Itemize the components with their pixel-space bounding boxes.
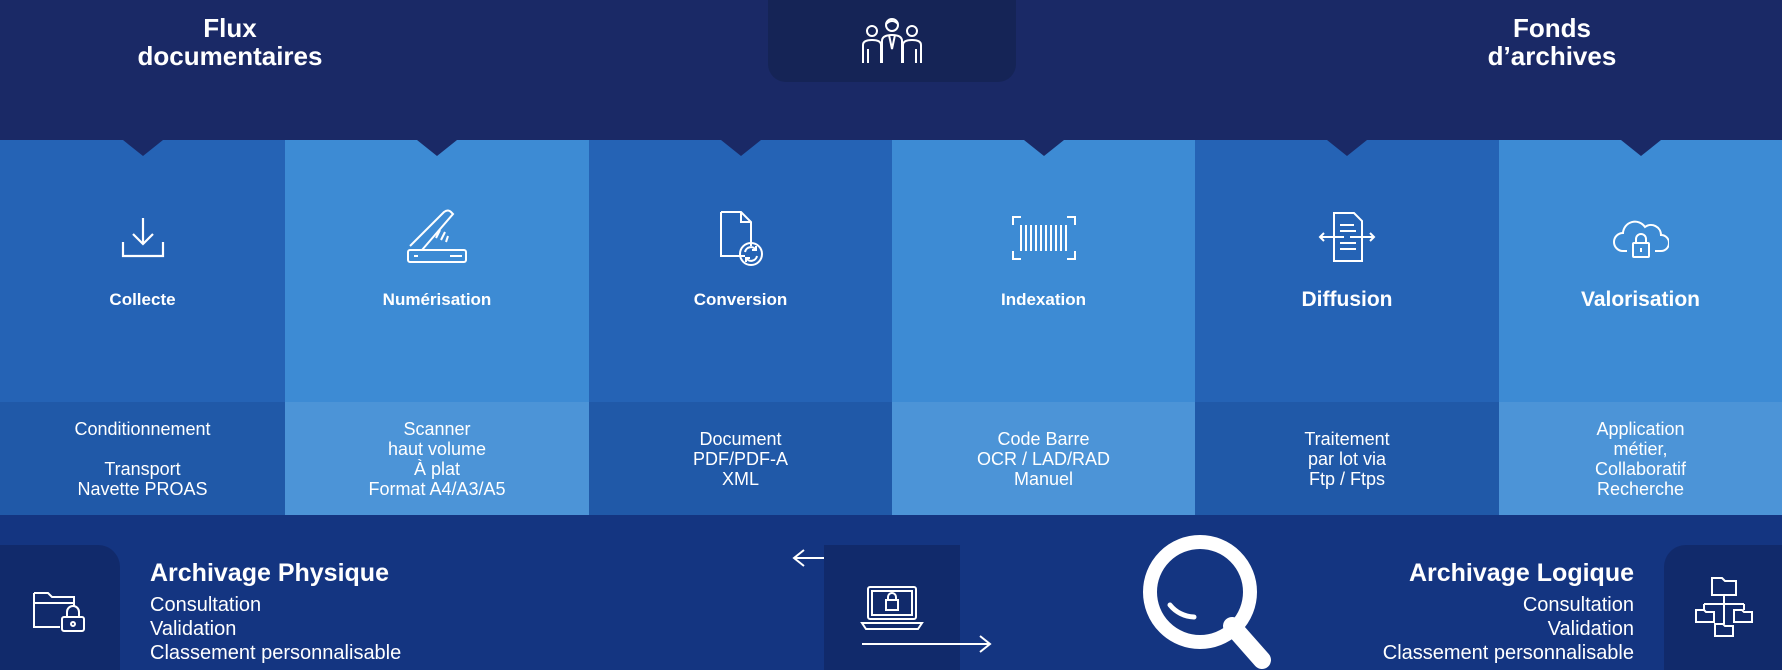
column-title: Indexation [1000,290,1086,309]
column-details: Scanner haut volume À plat Format A4/A3/… [285,402,589,515]
column-title: Conversion [693,290,788,309]
cloud-lock-icon [1612,220,1669,258]
physical-archive-list: Consultation Validation Classement perso… [150,594,402,664]
physical-archive-icon-box [0,545,120,670]
scanner-icon [407,209,467,263]
column-details: Traitement par lot via Ftp / Ftps [1195,402,1499,515]
header-band: Flux documentaires Fonds d’archives [0,0,1782,140]
team-icon [862,18,922,63]
folder-lock-icon [33,591,85,632]
physical-archive-title: Archivage Physique [150,559,389,587]
laptop-lock-icon-box [824,545,960,670]
folder-tree-icon [1695,576,1753,637]
archiving-band: Archivage Physique Consultation Validati… [0,515,1782,670]
column-title: Collecte [109,290,176,309]
column-indexation: Indexation Code Barre OCR / LAD/RAD Manu… [892,140,1195,515]
column-conversion: Conversion Document PDF/PDF-A XML [589,140,892,515]
document-transfer-icon [1318,212,1376,262]
column-valorisation: Valorisation Application métier, Collabo… [1499,140,1782,515]
arrow-right-icon [862,635,992,653]
header-right-title: Fonds d’archives [1487,13,1617,71]
column-title: Valorisation [1580,288,1701,311]
column-numerisation: Numérisation Scanner haut volume À plat … [285,140,589,515]
column-title: Diffusion [1301,288,1393,311]
process-columns: Collecte Conditionnement Transport Navet… [0,140,1782,515]
column-details: Document PDF/PDF-A XML [589,402,892,515]
column-diffusion: Diffusion Traitement par lot via Ftp / F… [1195,140,1499,515]
column-details: Code Barre OCR / LAD/RAD Manuel [892,402,1195,515]
column-collecte: Collecte Conditionnement Transport Navet… [0,140,285,515]
header-left-title: Flux documentaires [137,13,323,71]
file-convert-icon [719,211,763,266]
column-details: Application métier, Collaboratif Recherc… [1499,402,1782,515]
logical-archive-icon-box [1664,545,1782,670]
logical-archive-title: Archivage Logique [1408,559,1634,587]
column-details: Conditionnement Transport Navette PROAS [0,402,285,515]
download-icon [121,218,164,258]
barcode-icon [1011,216,1076,260]
column-title: Numérisation [382,290,492,309]
logical-archive-list: Consultation Validation Classement perso… [1382,594,1634,664]
team-icon-box [768,0,1016,82]
laptop-lock-icon [860,585,924,630]
magnifier-icon [1143,535,1271,669]
